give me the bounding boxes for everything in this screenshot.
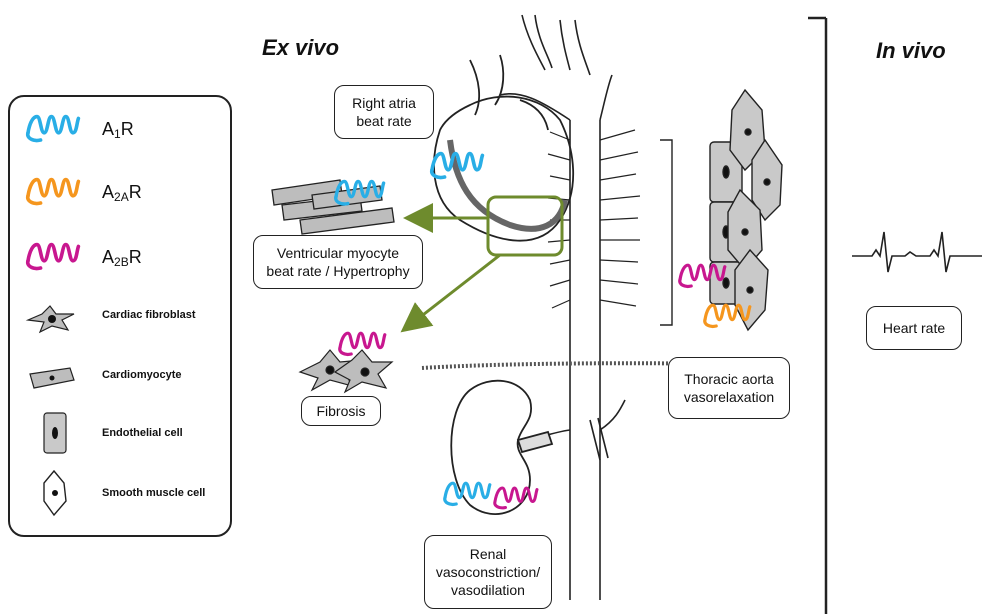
a1r-receptor-icon bbox=[24, 109, 94, 149]
legend-item-a2ar: A2AR bbox=[10, 172, 230, 212]
thoracic-line1: Thoracic aorta bbox=[684, 371, 773, 387]
legend-item-smooth-muscle-cell: Smooth muscle cell bbox=[10, 475, 230, 515]
legend-label-a2br: A2BR bbox=[102, 247, 142, 269]
vessel-wall-cells bbox=[660, 90, 782, 330]
renal-line2: vasoconstriction/ bbox=[436, 564, 540, 580]
renal-line3: vasodilation bbox=[451, 582, 525, 598]
label-thoracic-aorta: Thoracic aorta vasorelaxation bbox=[668, 357, 790, 419]
divider-bracket bbox=[808, 18, 826, 614]
header-in-vivo: In vivo bbox=[876, 38, 946, 64]
heart-illustration bbox=[434, 55, 573, 241]
label-heart-rate: Heart rate bbox=[866, 306, 962, 350]
cardiomyocyte-icon bbox=[24, 364, 84, 394]
legend-label-a2ar: A2AR bbox=[102, 182, 142, 204]
legend-label-a1r: A1R bbox=[102, 119, 134, 141]
legend-label-smooth-muscle-cell: Smooth muscle cell bbox=[102, 487, 205, 499]
thoracic-line2: vasorelaxation bbox=[684, 389, 774, 405]
legend-label-endothelial-cell: Endothelial cell bbox=[102, 427, 183, 439]
receptor-a2b-kidney bbox=[495, 488, 537, 508]
label-ventricular-myocyte: Ventricular myocyte beat rate / Hypertrop… bbox=[253, 235, 423, 289]
a2br-receptor-icon bbox=[24, 237, 94, 277]
ventricular-line2: beat rate / Hypertrophy bbox=[266, 263, 409, 279]
legend-box: A1R A2AR A2BR Cardiac fibroblast Cardiom… bbox=[8, 95, 232, 537]
aorta-illustration bbox=[500, 15, 640, 600]
right-atria-line1: Right atria bbox=[352, 95, 416, 111]
right-atria-line2: beat rate bbox=[356, 113, 411, 129]
legend-item-cardiac-fibroblast: Cardiac fibroblast bbox=[10, 299, 230, 339]
cardiac-fibroblast-icon bbox=[24, 304, 84, 334]
fibroblast-cluster bbox=[300, 350, 392, 392]
header-ex-vivo: Ex vivo bbox=[262, 35, 339, 61]
endothelial-cell-icon bbox=[24, 411, 84, 455]
legend-item-cardiomyocyte: Cardiomyocyte bbox=[10, 359, 230, 399]
renal-line1: Renal bbox=[470, 546, 507, 562]
legend-item-endothelial-cell: Endothelial cell bbox=[10, 415, 230, 455]
ventricular-line1: Ventricular myocyte bbox=[277, 245, 399, 261]
smooth-muscle-cell-icon bbox=[24, 469, 84, 517]
label-fibrosis: Fibrosis bbox=[301, 396, 381, 426]
legend-label-cardiac-fibroblast: Cardiac fibroblast bbox=[102, 309, 196, 321]
ecg-trace bbox=[852, 232, 982, 272]
legend-item-a1r: A1R bbox=[10, 109, 230, 149]
label-right-atria: Right atria beat rate bbox=[334, 85, 434, 139]
label-renal: Renal vasoconstriction/vasodilation bbox=[424, 535, 552, 609]
legend-item-a2br: A2BR bbox=[10, 237, 230, 277]
a2ar-receptor-icon bbox=[24, 172, 94, 212]
arrow-to-fibrosis bbox=[410, 255, 500, 325]
legend-label-cardiomyocyte: Cardiomyocyte bbox=[102, 369, 181, 381]
